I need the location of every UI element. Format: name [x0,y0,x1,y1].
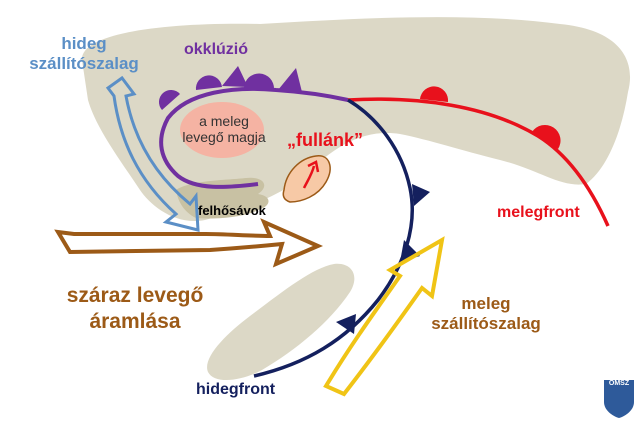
warm-front-symbol-1 [420,86,449,102]
warm-front-line [347,97,610,227]
occlusion-label: okklúzió [184,41,249,58]
warm-core-ellipse [180,102,264,158]
cloud-tail-shape [207,263,355,381]
cloud-head-shape [81,17,631,222]
occlusion-symbol-2 [195,75,222,90]
sting-jet-label: „fullánk” [287,130,364,150]
warm-core-label: a meleg levegő magja [182,113,266,146]
occlusion-symbol-5 [278,68,302,92]
occlusion-symbol-3 [222,66,248,87]
cold-conveyor-label: hideg szállítószalag [4,34,164,73]
occlusion-front-line [159,86,349,189]
warm-conveyor-label: meleg szállítószalag [431,294,541,333]
warm-front-label: melegfront [497,204,580,221]
dry-air-label: száraz levegő áramlása [66,284,204,334]
cloud-bands-label: felhősávok [198,203,266,218]
cloud-bands-shape [176,177,269,219]
omsz-logo: OMSZ [604,380,634,416]
cold-conveyor-label-text: hideg szállítószalag [29,34,139,73]
dry-air-arrow [54,218,323,268]
sting-jet-arrow [302,160,320,189]
cold-front-label: hidegfront [196,381,276,398]
occlusion-symbol-1 [158,89,180,110]
cold-front-symbol-3 [336,314,356,334]
omsz-logo-shield [604,380,634,418]
occlusion-symbol-4 [244,73,275,89]
omsz-logo-text: OMSZ [608,380,630,387]
warm-conveyor-arrow [323,236,445,397]
warm-front-symbol-2 [532,124,561,149]
cold-front-symbol-1 [412,184,430,206]
cold-conveyor-arrow [105,75,200,232]
